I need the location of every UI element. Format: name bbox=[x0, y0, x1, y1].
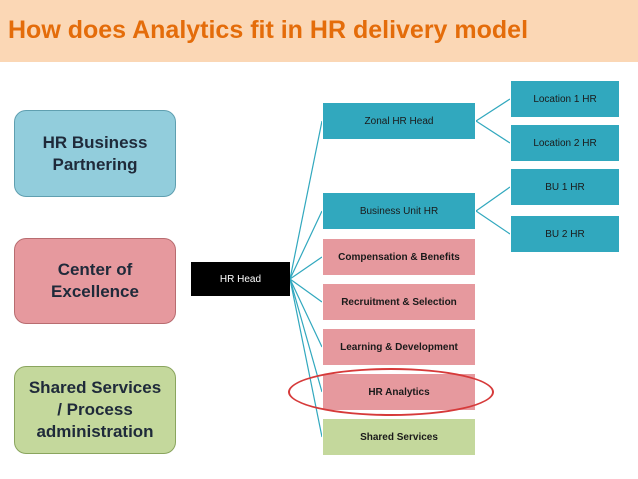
connector-bu-bu1 bbox=[475, 186, 511, 212]
business-unit-hr-node: Business Unit HR bbox=[322, 192, 476, 230]
connector-head-bu bbox=[289, 210, 323, 280]
connector-zonal-loc2 bbox=[475, 120, 511, 144]
connector-head-analytics bbox=[289, 278, 323, 393]
title-band bbox=[0, 0, 638, 62]
hr-analytics-node: HR Analytics bbox=[322, 373, 476, 411]
connector-bu-bu2 bbox=[475, 210, 511, 235]
location-2-hr-node: Location 2 HR bbox=[510, 124, 620, 162]
connector-head-comp bbox=[289, 256, 323, 280]
connector-head-learning bbox=[289, 278, 323, 348]
connector-head-shared bbox=[289, 278, 323, 438]
hr-head-node: HR Head bbox=[191, 262, 290, 296]
compensation-benefits-node: Compensation & Benefits bbox=[322, 238, 476, 276]
zonal-hr-head-node: Zonal HR Head bbox=[322, 102, 476, 140]
bu-2-hr-node: BU 2 HR bbox=[510, 215, 620, 253]
center-of-excellence-box: Center of Excellence bbox=[14, 238, 176, 324]
hr-business-partnering-box: HR Business Partnering bbox=[14, 110, 176, 197]
connector-zonal-loc1 bbox=[475, 98, 511, 122]
recruitment-selection-node: Recruitment & Selection bbox=[322, 283, 476, 321]
learning-development-node: Learning & Development bbox=[322, 328, 476, 366]
location-1-hr-node: Location 1 HR bbox=[510, 80, 620, 118]
slide-title: How does Analytics fit in HR delivery mo… bbox=[8, 16, 529, 44]
bu-1-hr-node: BU 1 HR bbox=[510, 168, 620, 206]
shared-services-node: Shared Services bbox=[322, 418, 476, 456]
connector-head-recruit bbox=[289, 278, 323, 303]
connector-head-zonal bbox=[289, 120, 323, 280]
shared-services-process-box: Shared Services / Process administration bbox=[14, 366, 176, 454]
